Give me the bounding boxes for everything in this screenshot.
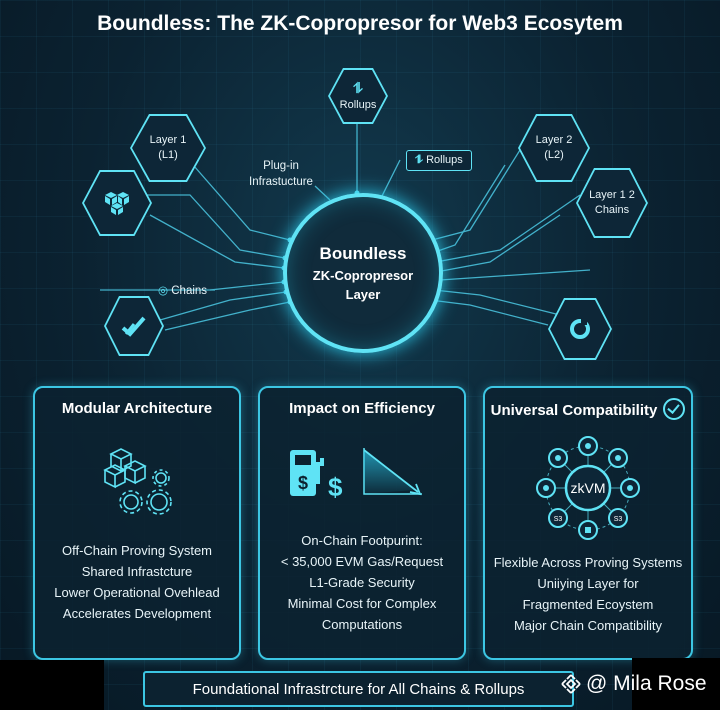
efficiency-line: L1-Grade Security [260,572,464,593]
ring-label: S3 [554,516,563,523]
hub-circle: Boundless ZK-Copropresor Layer [283,193,443,353]
svg-text:$: $ [298,473,308,493]
layer12-label: Layer 1 2 [589,188,635,203]
card-efficiency-lines: On-Chain Footpurint: < 35,000 EVM Gas/Re… [260,530,464,635]
hub-subtitle: ZK-Copropresor [313,268,413,283]
rollups-pill-label: Rollups [426,154,463,166]
card-modular-title: Modular Architecture [35,400,239,417]
modular-cubes-gears-icon [99,444,179,520]
card-modular-architecture: Modular Architecture Off-Chain Proving S… [33,386,241,660]
check-circle-icon [663,398,685,420]
watermark: @ Mila Rose [560,672,707,696]
blocks-icon [102,190,132,216]
page-title: Boundless: The ZK-Copropresor for Web3 E… [0,12,720,36]
footer-banner: Foundational Infrastrcture for All Chain… [143,671,574,707]
card-universal-compatibility: Universal Compatibility zkVM S3 S3 Flexi… [483,386,693,660]
svg-text:$: $ [328,472,343,502]
plugin-label-line2: Infrastucture [236,174,326,190]
modular-line: Off-Chain Proving System [35,540,239,561]
hub-layer: Layer [346,287,381,302]
rollups-pill: ⥮ Rollups [406,150,472,171]
hub-title: Boundless [320,244,407,264]
plugin-label-line1: Plug-in [236,158,326,174]
connect-ring-icon [567,316,593,342]
chains-label: Chains [171,285,207,297]
card-impact-efficiency: Impact on Efficiency $ $ On-Chain Footpu… [258,386,466,660]
verify-check-icon [120,314,148,338]
binance-logo-icon [560,673,582,695]
card-modular-lines: Off-Chain Proving System Shared Infrastc… [35,540,239,624]
efficiency-line: Minimal Cost for Complex [260,593,464,614]
watermark-text: @ Mila Rose [586,672,707,696]
layer12-chains: Chains [595,203,629,218]
black-corner-left [0,660,104,710]
chains-tag: ◎ Chains [158,283,207,297]
compat-line: Uniiying Layer for [485,573,691,594]
card-efficiency-title: Impact on Efficiency [260,400,464,417]
modular-line: Lower Operational Ovehlead [35,582,239,603]
efficiency-line: Computations [260,614,464,635]
layer1-label: Layer 1 [150,133,187,148]
layer2-abbr: (L2) [544,148,564,163]
rollups-pill-icon: ⥮ [415,154,423,166]
declining-cost-chart-icon [358,444,432,504]
card-compat-title-text: Universal Compatibility [491,402,658,419]
efficiency-line: < 35,000 EVM Gas/Request [260,551,464,572]
compat-line: Major Chain Compatibility [485,615,691,636]
gas-pump-dollar-icon: $ $ [286,444,348,506]
modular-line: Accelerates Development [35,603,239,624]
ring-label: S3 [614,516,623,523]
rollups-icon: ⥮ [353,79,363,98]
zkvm-ring-diagram: zkVM S3 S3 [532,432,644,544]
layer1-abbr: (L1) [158,148,178,163]
zkvm-label: zkVM [571,480,606,496]
compat-line: Flexible Across Proving Systems [485,552,691,573]
efficiency-line: On-Chain Footpurint: [260,530,464,551]
rollups-label: Rollups [340,98,377,113]
modular-line: Shared Infrastcture [35,561,239,582]
compat-line: Fragmented Ecoystem [485,594,691,615]
card-compat-lines: Flexible Across Proving Systems Uniiying… [485,552,691,636]
chains-icon: ◎ [158,285,168,297]
plugin-infra-label: Plug-in Infrastucture [236,158,326,190]
card-compat-title: Universal Compatibility [485,400,691,422]
layer2-label: Layer 2 [536,133,573,148]
